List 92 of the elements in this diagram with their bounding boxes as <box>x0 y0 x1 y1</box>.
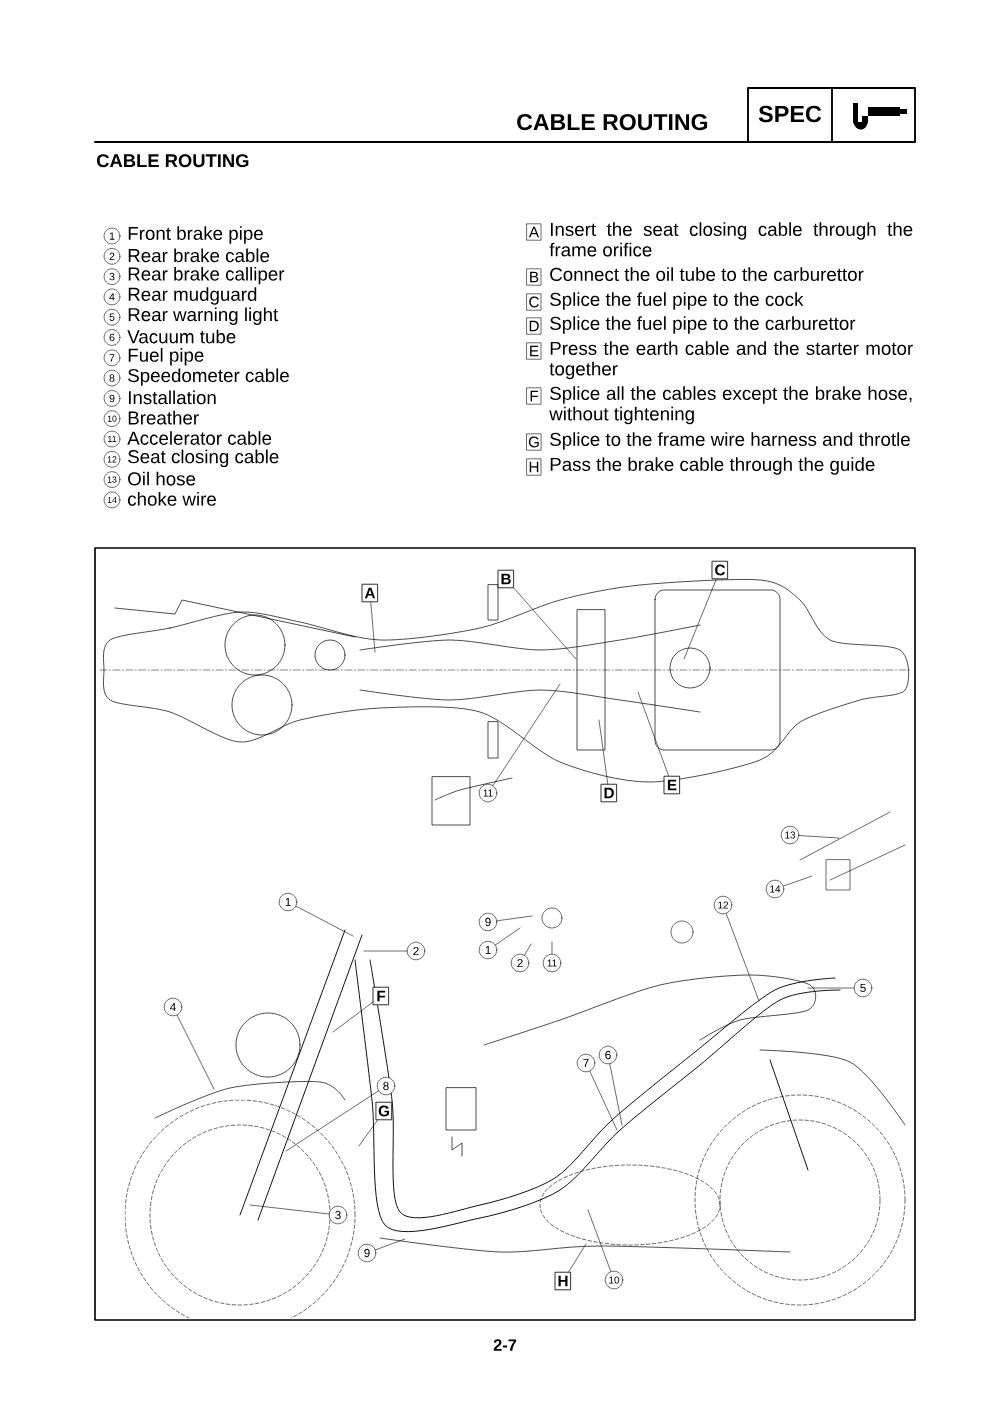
spec-box: SPEC <box>747 87 833 143</box>
callout-number: 8 <box>376 1076 396 1096</box>
callout-number: 7 <box>576 1053 596 1073</box>
part-name: Seat closing cable <box>128 449 279 468</box>
callout-letter: H <box>554 1271 572 1291</box>
part-name: choke wire <box>128 492 216 506</box>
leader-line <box>589 1070 618 1131</box>
instruction-text: Splice all the cables except the brake hose, without tightening <box>549 386 912 425</box>
leader-line <box>492 683 561 786</box>
leader-line <box>725 913 760 1002</box>
instruction-text: Press the earth cable and the starter motor together <box>549 341 913 380</box>
callout-letter: E <box>664 775 681 795</box>
instruction-text: Pass the brake cable through the guide <box>550 457 875 475</box>
callout-number: 4 <box>163 997 183 1017</box>
leader-line <box>495 927 521 946</box>
callout-number: 1 <box>103 227 121 245</box>
leader-line <box>513 587 577 660</box>
leader-line <box>370 601 376 653</box>
leader-line <box>683 578 717 660</box>
callout-number: 12 <box>103 451 121 468</box>
callout-number: 3 <box>328 1205 348 1225</box>
page-number: 2-7 <box>493 1339 517 1351</box>
callout-number: 7 <box>103 349 121 366</box>
leader-line <box>609 1063 623 1126</box>
leader-line <box>798 835 840 839</box>
callout-number: 14 <box>103 491 121 509</box>
callout-number: 8 <box>103 369 121 387</box>
instruction-text: Connect the oil tube to the carburettor <box>550 267 864 281</box>
header-title: CABLE ROUTING <box>517 113 708 131</box>
leader-line <box>524 943 532 956</box>
leader-line <box>249 1204 330 1215</box>
part-name: Accelerator cable <box>127 431 272 445</box>
instruction-text: Splice the fuel pipe to the carburettor <box>550 316 856 334</box>
callout-letter: C <box>712 560 728 580</box>
callout-number: 11 <box>103 430 121 448</box>
part-name: Oil hose <box>128 471 196 486</box>
leader-line <box>332 1001 374 1033</box>
part-name: Vacuum tube <box>127 329 236 344</box>
callout-number: 2 <box>103 248 121 265</box>
instruction-text: Splice the fuel pipe to the cock <box>550 292 804 310</box>
callout-number: 4 <box>103 288 121 306</box>
leader-line <box>496 915 533 922</box>
callout-number: 5 <box>103 309 121 326</box>
callout-number: 10 <box>604 1270 624 1290</box>
part-name: Fuel pipe <box>128 348 204 366</box>
leader-line <box>358 1119 378 1147</box>
callout-letter: B <box>497 569 515 589</box>
callout-number: 6 <box>103 329 121 346</box>
section-heading: CABLE ROUTING <box>97 154 249 168</box>
callout-number: 2 <box>406 941 426 961</box>
part-name: Front brake pipe <box>128 226 263 244</box>
callout-number: 13 <box>103 471 121 488</box>
callout-number: 2 <box>510 953 530 973</box>
callout-number: 1 <box>278 892 298 912</box>
leader-line <box>587 1209 612 1272</box>
leader-line <box>375 1238 406 1251</box>
callout-number: 13 <box>780 825 800 845</box>
part-name: Rear brake cable <box>128 248 270 263</box>
leader-line <box>551 941 553 955</box>
leader-line <box>783 875 813 887</box>
callout-number: 9 <box>478 912 498 932</box>
callout-number: 11 <box>542 953 562 973</box>
callout-number: 3 <box>103 268 121 285</box>
callout-letter: D <box>601 783 617 803</box>
instruction-text: Splice to the frame wire harness and throtle <box>550 432 910 450</box>
part-name: Rear brake calliper <box>128 266 285 285</box>
leader-line <box>807 987 855 989</box>
callout-letter: G <box>375 1101 393 1121</box>
leader-line <box>176 1014 215 1090</box>
callout-number: 10 <box>103 410 121 427</box>
part-name: Rear mudguard <box>128 287 257 305</box>
callout-letter: F <box>372 986 390 1006</box>
callout-number: 9 <box>103 390 121 407</box>
part-name: Breather <box>128 410 199 425</box>
leader-line <box>285 1090 379 1152</box>
part-name: Rear warning light <box>128 307 279 325</box>
callout-letter: A <box>361 583 379 603</box>
part-name: Speedometer cable <box>128 368 289 386</box>
part-name: Installation <box>128 390 216 405</box>
callout-number: 5 <box>853 978 873 998</box>
leader-line <box>295 905 354 937</box>
callout-number: 9 <box>357 1243 377 1263</box>
leader-line <box>598 719 609 785</box>
leader-line <box>363 950 408 952</box>
callout-number: 1 <box>478 940 498 960</box>
callout-number: 11 <box>478 783 498 803</box>
callout-number: 12 <box>713 895 733 915</box>
leader-line <box>637 691 669 777</box>
leader-line <box>568 1243 587 1273</box>
callout-number: 6 <box>598 1045 618 1065</box>
callout-number: 14 <box>765 879 785 899</box>
instruction-text: Insert the seat closing cable through the frame orifice <box>549 222 913 257</box>
